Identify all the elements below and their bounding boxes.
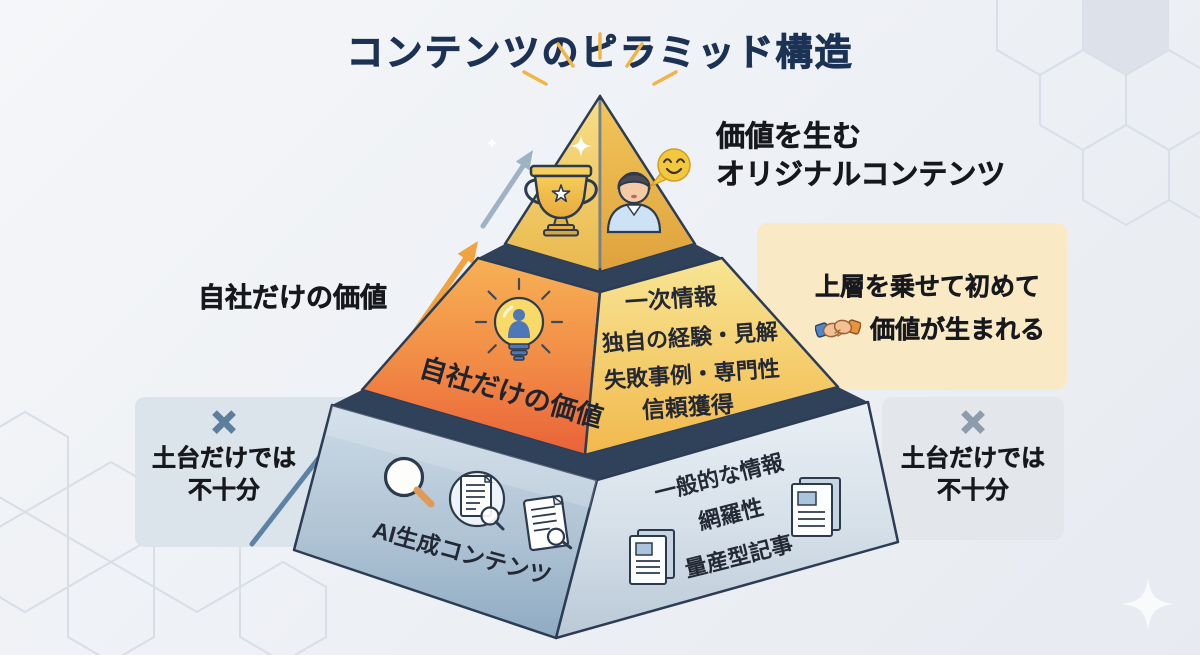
tier2-right-line: 一次情報 xyxy=(624,283,719,315)
cross-mark: × xyxy=(211,398,237,445)
yellow-callout-line1: 上層を乗せて初めて xyxy=(815,273,1041,302)
stacked-documents-icon xyxy=(791,477,841,537)
sparkle-icon xyxy=(486,137,498,149)
tier2-base-band xyxy=(332,387,868,480)
cross-mark: × xyxy=(960,398,986,445)
yellow-callout-line2: 価値が生まれる xyxy=(870,316,1046,345)
tier1-annotation-line2: オリジナルコンテンツ xyxy=(716,159,1006,192)
smiley-speech-bubble-icon xyxy=(649,148,691,188)
document-magnifier-icon xyxy=(522,494,573,552)
pyramid-tier1 xyxy=(503,94,697,274)
right-warning-box: × 土台だけでは 不十分 xyxy=(882,397,1064,540)
document-search-icon xyxy=(448,470,506,531)
warning-text-line1: 土台だけでは xyxy=(152,445,297,473)
yellow-callout-line2-row: 価値が生まれる xyxy=(815,310,1067,346)
warning-text-line1: 土台だけでは xyxy=(901,445,1046,473)
handshake-icon xyxy=(815,319,861,338)
person-icon xyxy=(606,171,662,234)
stacked-documents-icon xyxy=(629,529,675,585)
apex-rays-icon xyxy=(522,32,678,86)
tier1-annotation-line1: 価値を生む xyxy=(716,121,862,154)
tier2-right-line: 信頼獲得 xyxy=(641,391,735,423)
magnifier-icon xyxy=(383,456,435,508)
tier3-left-sheen xyxy=(326,405,597,508)
left-warning-content: × 土台だけでは 不十分 xyxy=(135,397,313,508)
lightbulb-person-icon xyxy=(474,277,564,361)
warning-text-line2: 不十分 xyxy=(937,477,1010,505)
trophy-icon xyxy=(524,164,598,237)
arrow-gray-icon xyxy=(480,150,533,229)
warning-text-line2: 不十分 xyxy=(188,477,261,505)
tier1-annotation: 価値を生む オリジナルコンテンツ xyxy=(716,118,1006,195)
left-value-label: 自社だけの価値 xyxy=(198,283,388,314)
tier1-base-band xyxy=(478,244,722,292)
